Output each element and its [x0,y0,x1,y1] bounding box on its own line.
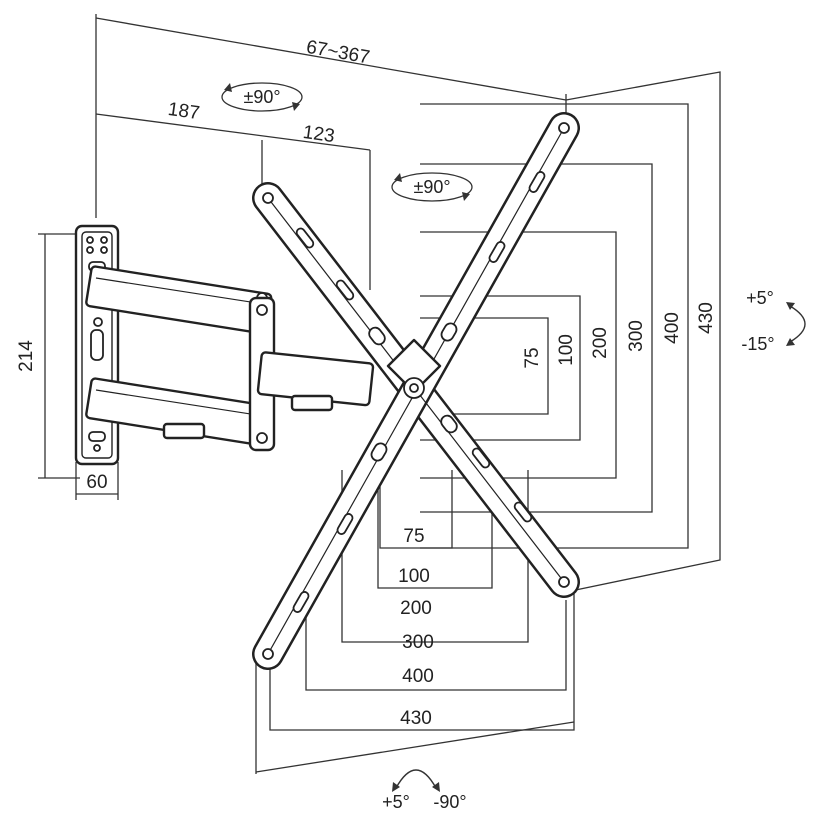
vesa-horizontal-430: 430 [400,708,432,729]
swivel-indicator: +5° -90° [382,769,467,812]
arm-extension-label: 67~367 [305,37,372,69]
swivel-arrow-icon [392,782,400,792]
wall-to-pivot-label: 187 [167,99,201,124]
dimension-pivot-to-plate: 123 [261,122,371,290]
dimension-wall-plate-height: 214 [16,233,80,479]
forearm [256,351,375,412]
rotation-arrow-icon [394,173,402,182]
vesa-horizontal-300: 300 [402,632,434,653]
rotation-arrow-icon [462,192,470,201]
vesa-vertical-430: 430 [696,302,717,334]
vesa-horizontal-brackets: 75 100 200 300 400 430 [255,470,575,774]
vesa-vertical-400: 400 [662,312,683,344]
vesa-cross-plate [252,112,580,670]
wall-plate-height-label: 214 [16,340,37,372]
dimension-wall-to-pivot: 187 [95,99,371,151]
tilt-arrow-icon [786,302,795,310]
rotation-arrow-icon [224,83,232,92]
pivot-to-plate-label: 123 [302,122,336,147]
vesa-vertical-75: 75 [522,347,543,368]
tilt-indicator: +5° -15° [741,288,806,354]
arm-swivel-label: ±90° [243,87,280,107]
vesa-horizontal-75: 75 [403,526,424,547]
swivel-left-label: +5° [382,792,410,812]
plate-rotation-indicator: ±90° [391,172,473,202]
vesa-vertical-brackets: 75 100 200 300 400 430 [420,71,721,593]
swivel-arrow-icon [432,782,440,792]
vesa-vertical-100: 100 [556,334,577,366]
wall-plate [74,224,120,466]
tilt-down-label: -15° [741,334,774,354]
plate-rotation-label: ±90° [413,177,450,197]
arm-swivel-indicator: ±90° [221,82,303,112]
vesa-vertical-300: 300 [626,320,647,352]
vesa-horizontal-100: 100 [398,566,430,587]
vesa-vertical-200: 200 [590,327,611,359]
rotation-arrow-icon [292,102,300,111]
vesa-horizontal-400: 400 [402,666,434,687]
tilt-up-label: +5° [746,288,774,308]
wall-plate-width-label: 60 [86,472,107,493]
vesa-horizontal-200: 200 [400,598,432,619]
tilt-arrow-icon [786,338,795,346]
swivel-right-label: -90° [433,792,466,812]
dimension-wall-plate-width: 60 [75,462,119,500]
